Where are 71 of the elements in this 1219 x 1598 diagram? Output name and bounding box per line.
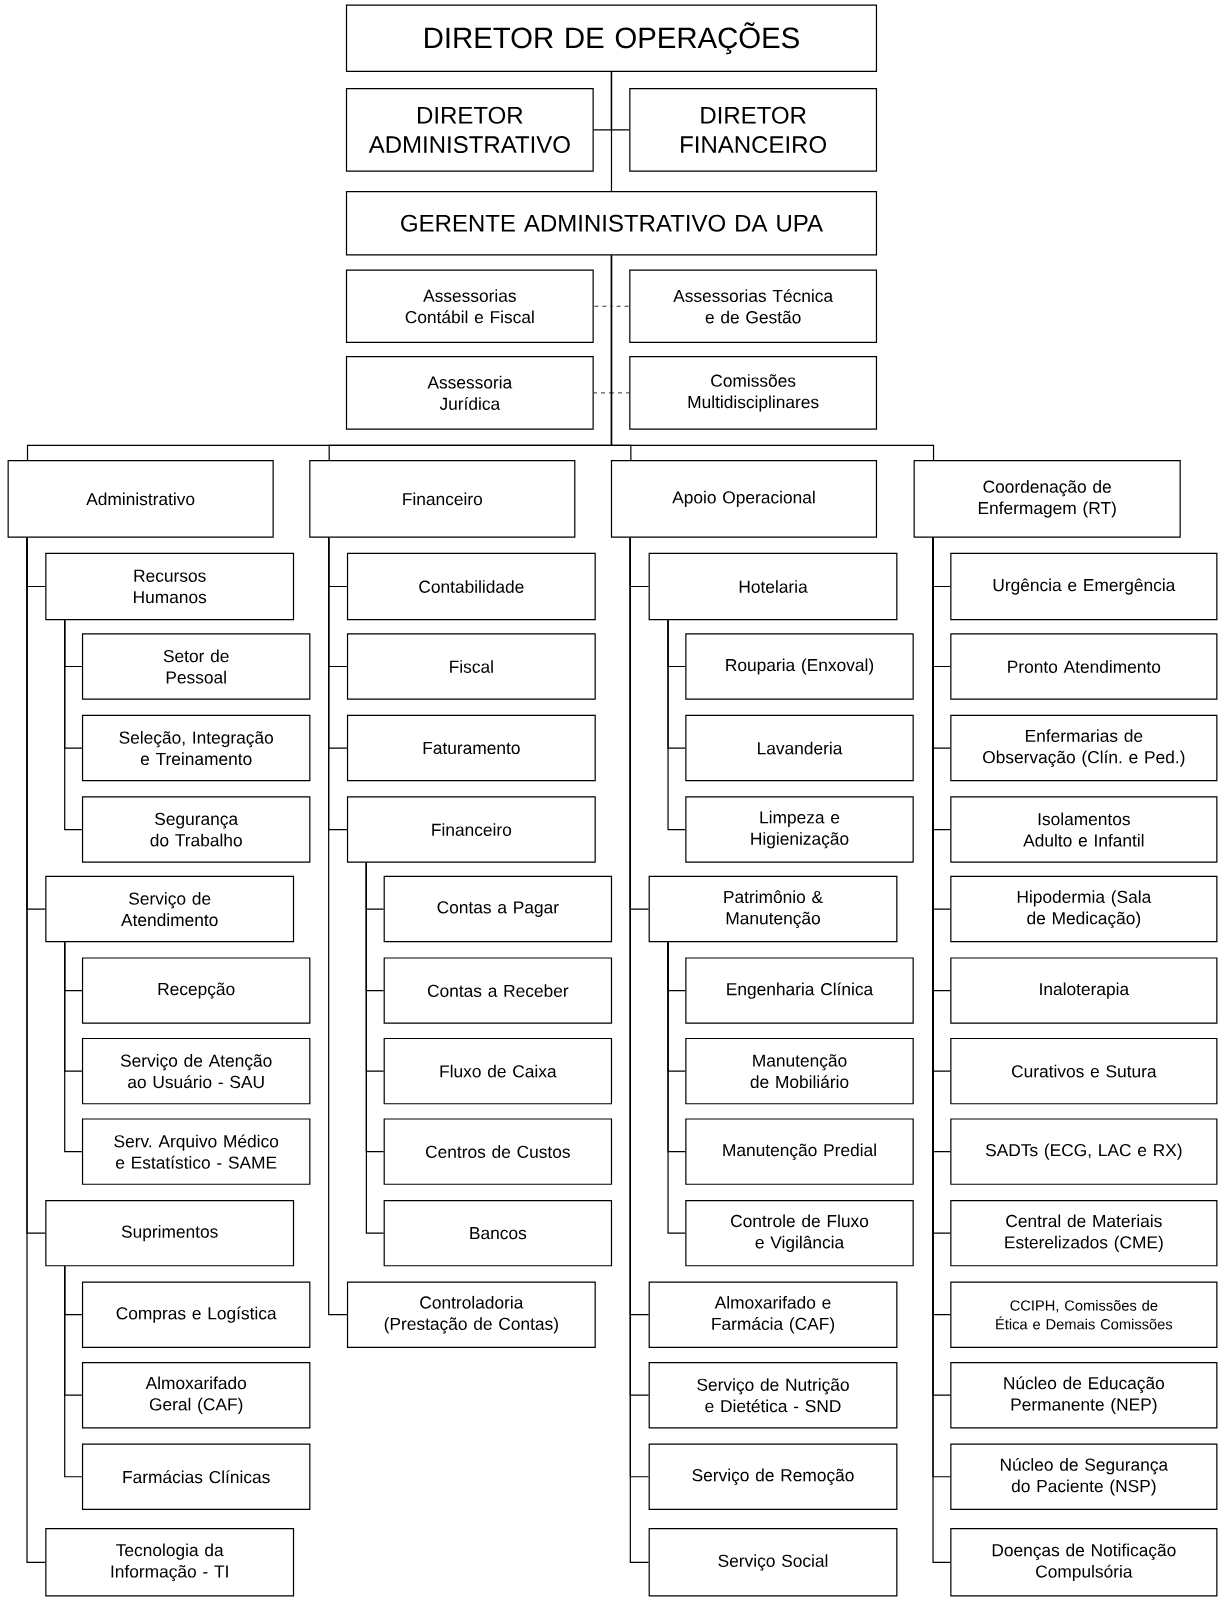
org-box: CCIPH, Comissões de Ética e Demais Comissões — [950, 1281, 1218, 1348]
connector — [64, 1265, 83, 1478]
org-box: Rouparia (Enxoval) — [685, 633, 914, 700]
org-box: Fluxo de Caixa — [383, 1037, 613, 1105]
org-box: Suprimentos — [45, 1199, 295, 1267]
org-box: Núcleo de Segurança do Paciente (NSP) — [950, 1443, 1218, 1510]
org-box: Hotelaria — [648, 552, 898, 621]
org-box: Contas a Pagar — [383, 875, 613, 943]
connector — [667, 619, 686, 831]
org-box: SADTs (ECG, LAC e RX) — [950, 1118, 1218, 1185]
org-box: Pronto Atendimento — [950, 633, 1218, 700]
connector — [64, 619, 83, 831]
org-box: DIRETOR ADMINISTRATIVO — [345, 88, 594, 172]
org-box: Curativos e Sutura — [950, 1037, 1218, 1105]
org-box: Contas a Receber — [383, 957, 613, 1024]
connector — [610, 71, 630, 131]
org-box: Lavanderia — [685, 714, 914, 782]
org-box: Assessorias Contábil e Fiscal — [345, 269, 594, 344]
org-box: Recepção — [82, 957, 311, 1024]
org-box: Faturamento — [347, 714, 596, 782]
org-box: DIRETOR DE OPERAÇÕES — [345, 4, 878, 72]
org-box: Segurança do Trabalho — [82, 796, 311, 863]
org-box: Núcleo de Educação Permanente (NEP) — [950, 1362, 1218, 1429]
org-box: Controladoria (Prestação de Contas) — [347, 1281, 596, 1348]
org-box: Manutenção Predial — [685, 1118, 914, 1185]
org-box: Assessoria Jurídica — [345, 356, 594, 430]
org-box: Controle de Fluxo e Vigilância — [685, 1199, 914, 1267]
connector — [365, 862, 385, 1234]
connector — [667, 941, 686, 1234]
org-box: Central de Materiais Esterelizados (CME) — [950, 1199, 1218, 1267]
org-box: Seleção, Integração e Treinamento — [82, 714, 311, 782]
org-box: Fiscal — [347, 633, 596, 700]
org-box: GERENTE ADMINISTRATIVO DA UPA — [345, 191, 878, 256]
org-box: Inaloterapia — [950, 957, 1218, 1024]
org-box: Coordenação de Enfermagem (RT) — [913, 460, 1181, 538]
connector — [64, 941, 83, 1153]
org-box: Serviço Social — [648, 1528, 898, 1597]
org-box: Apoio Operacional — [610, 460, 878, 538]
org-box: Almoxarifado e Farmácia (CAF) — [648, 1281, 898, 1348]
org-box: Farmácias Clínicas — [82, 1443, 311, 1510]
org-box: Serv. Arquivo Médico e Estatístico - SAME — [82, 1118, 311, 1185]
org-box: DIRETOR FINANCEIRO — [629, 88, 878, 172]
org-box: Doenças de Notificação Compulsória — [950, 1528, 1218, 1597]
org-box: Engenharia Clínica — [685, 957, 914, 1024]
org-box: Compras e Logística — [82, 1281, 311, 1348]
org-box: Enfermarias de Observação (Clín. e Ped.) — [950, 714, 1218, 782]
org-box: Isolamentos Adulto e Infantil — [950, 796, 1218, 863]
org-box: Bancos — [383, 1199, 613, 1267]
org-box: Recursos Humanos — [45, 552, 295, 621]
org-box: Comissões Multidisciplinares — [629, 356, 878, 430]
org-box: Financeiro — [309, 460, 576, 538]
connector — [610, 254, 935, 461]
org-box: Setor de Pessoal — [82, 633, 311, 700]
org-box: Urgência e Emergência — [950, 552, 1218, 621]
org-box: Tecnologia da Informação - TI — [45, 1528, 295, 1597]
org-box: Limpeza e Higienização — [685, 796, 914, 863]
org-box: Assessorias Técnica e de Gestão — [629, 269, 878, 344]
connector — [328, 537, 348, 1316]
org-box: Serviço de Nutrição e Dietética - SND — [648, 1362, 898, 1429]
org-box: Serviço de Remoção — [648, 1443, 898, 1510]
org-box: Serviço de Atenção ao Usuário - SAU — [82, 1037, 311, 1105]
org-box: Financeiro — [347, 796, 596, 863]
org-box: Contabilidade — [347, 552, 596, 621]
org-box: Almoxarifado Geral (CAF) — [82, 1362, 311, 1429]
org-box: Manutenção de Mobiliário — [685, 1037, 914, 1105]
org-box: Centros de Custos — [383, 1118, 613, 1185]
org-box: Patrimônio & Manutenção — [648, 875, 898, 943]
org-box: Hipodermia (Sala de Medicação) — [950, 875, 1218, 943]
org-box: Serviço de Atendimento — [45, 875, 295, 943]
connector — [26, 537, 46, 1563]
org-box: Administrativo — [7, 460, 274, 538]
